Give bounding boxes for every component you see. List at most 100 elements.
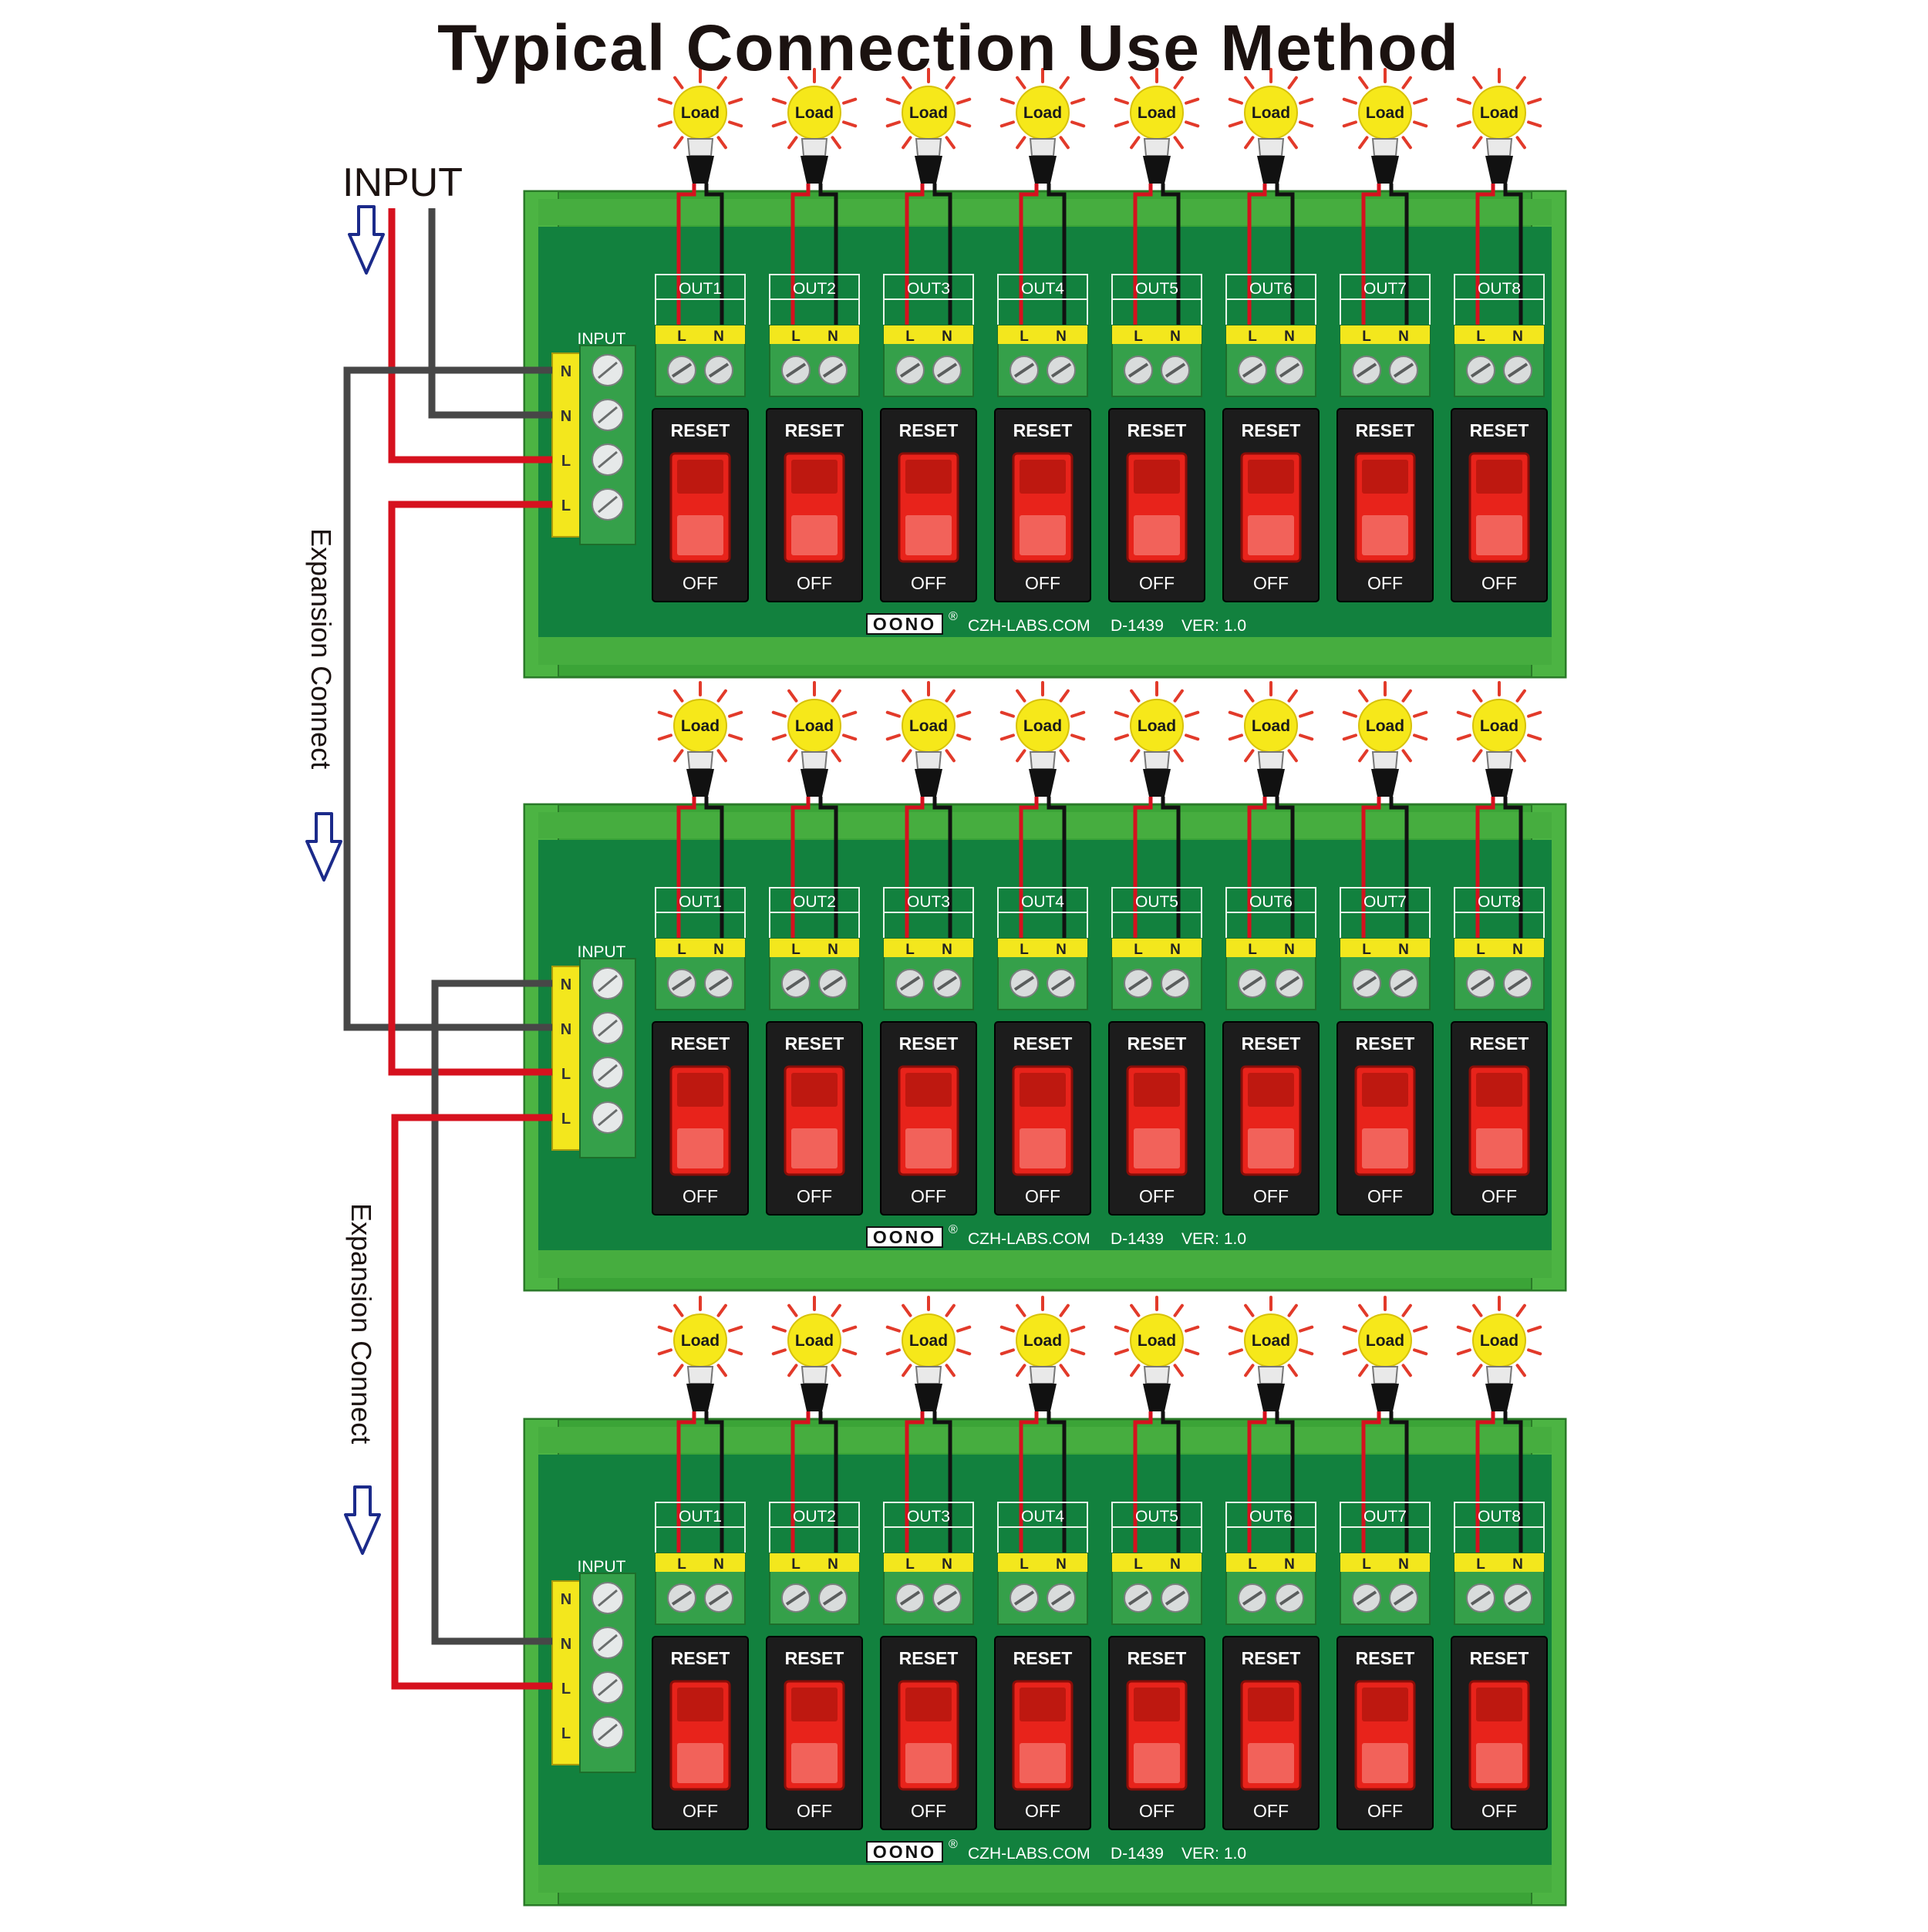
switch-off-label: OFF: [1367, 1801, 1403, 1821]
load-ray: [1114, 120, 1129, 128]
load-ray: [1173, 689, 1184, 703]
load-ray: [1515, 1364, 1526, 1377]
rail-head: [538, 199, 1552, 225]
lamp-socket: [915, 1366, 942, 1384]
screw-slot: [1127, 976, 1149, 991]
pin-label-live: L: [1248, 329, 1257, 345]
load-ray: [1016, 76, 1026, 89]
load-ray: [999, 1325, 1015, 1333]
screw-slot: [708, 362, 730, 378]
terminal-label-strip: [1112, 325, 1202, 344]
switch-lamp-shade: [1248, 1688, 1294, 1721]
load-ray: [1070, 1325, 1086, 1333]
load-wire-live: [1133, 797, 1153, 949]
switch-reset-label: RESET: [899, 420, 959, 440]
load-ray: [787, 749, 798, 763]
load-wire-live: [905, 1411, 925, 1564]
terminal-label-strip: [1226, 939, 1316, 957]
load-ray: [1342, 733, 1357, 741]
load-ray: [999, 710, 1015, 718]
load-wire-live: [676, 184, 696, 336]
load-wire-neutral: [932, 797, 952, 949]
load-label: Load: [1252, 1332, 1290, 1350]
screw-slot: [785, 362, 807, 378]
load-ray: [771, 120, 787, 128]
load-ray: [1472, 689, 1483, 703]
version-label: VER: 1.0: [1181, 1230, 1246, 1248]
load-ray: [1016, 689, 1026, 703]
load-wire-neutral: [1275, 184, 1295, 336]
load-ray: [1342, 97, 1357, 105]
input-pin-label: N: [561, 976, 571, 993]
lamp-socket: [1257, 138, 1285, 157]
load-wire-live: [905, 797, 925, 949]
lamp-plug: [1257, 156, 1285, 184]
load-ray: [1515, 689, 1526, 703]
load-ray: [787, 136, 798, 150]
load-ray: [673, 689, 684, 703]
load-wire-live: [1019, 1411, 1039, 1564]
pin-label-neutral: N: [827, 329, 838, 345]
load-ray: [1016, 1303, 1026, 1317]
lamp-plug: [1029, 1384, 1057, 1411]
output-label: OUT4: [1021, 1508, 1064, 1526]
load-ray: [1059, 689, 1070, 703]
load-wire-live: [1247, 1411, 1267, 1564]
switch-reset-label: RESET: [1242, 1033, 1301, 1054]
load-ray: [1173, 136, 1184, 150]
lamp-plug: [686, 769, 714, 797]
pin-label-neutral: N: [1056, 329, 1067, 345]
switch-off-label: OFF: [1253, 1801, 1289, 1821]
pin-label-live: L: [1020, 942, 1029, 958]
load-wire-neutral: [1275, 1411, 1295, 1564]
input-pin-label: N: [561, 1021, 571, 1038]
load-ray: [716, 76, 727, 89]
load-lamp: Load: [771, 68, 858, 184]
load-wire-neutral: [704, 184, 724, 336]
load-ray: [1527, 1348, 1542, 1356]
load-label: Load: [1252, 104, 1290, 122]
load-wire-live: [790, 1411, 811, 1564]
screw-slot: [598, 974, 618, 993]
load-ray: [1358, 1364, 1369, 1377]
output-label: OUT3: [907, 893, 950, 911]
load-ray: [1413, 120, 1428, 128]
model-label: D-1439: [1111, 617, 1164, 635]
terminal-label-strip: [998, 325, 1087, 344]
expansion-label-1: Expansion Connect: [305, 528, 337, 769]
lamp-socket: [686, 138, 714, 157]
screw-slot: [598, 450, 618, 469]
input-header: INPUT: [578, 330, 626, 348]
load-ray: [1456, 733, 1471, 741]
load-ray: [1185, 710, 1200, 718]
lamp-plug: [1485, 156, 1513, 184]
screw-slot: [598, 1678, 618, 1697]
pin-label-live: L: [677, 942, 686, 958]
pin-label-neutral: N: [1512, 942, 1523, 958]
load-wire-neutral: [818, 1411, 838, 1564]
pin-label-live: L: [905, 942, 915, 958]
pin-label-live: L: [1248, 942, 1257, 958]
load-ray: [1070, 710, 1086, 718]
expansion-wire-live-1: [388, 501, 552, 1076]
load-lamp: Load: [885, 1296, 972, 1411]
expansion-wire-neutral-1: [343, 366, 552, 1031]
load-wire-neutral: [1503, 184, 1523, 336]
terminal-label-strip: [656, 325, 745, 344]
load-ray: [1130, 76, 1141, 89]
terminal-label-strip: [998, 1553, 1087, 1572]
switch-lamp-highlight: [905, 515, 952, 555]
load-lamp: Load: [657, 1296, 743, 1411]
screw-slot: [1165, 362, 1186, 378]
load-wire-neutral: [1161, 797, 1181, 949]
load-ray: [1299, 97, 1314, 105]
switch-lamp-highlight: [1476, 1128, 1522, 1168]
load-ray: [1287, 136, 1298, 150]
load-ray: [1358, 1303, 1369, 1317]
screw-slot: [598, 361, 618, 379]
